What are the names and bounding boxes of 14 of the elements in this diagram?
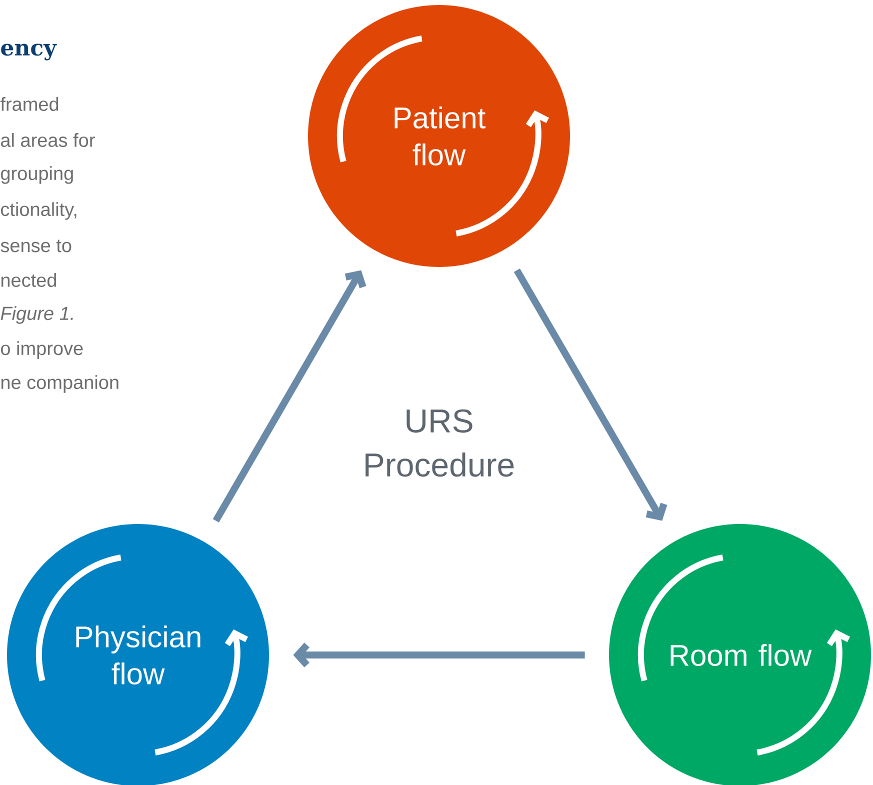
paragraph-line: Figure 1.	[0, 306, 73, 324]
paragraph-line: sense to	[0, 240, 72, 252]
paragraph-line: grouping	[1, 166, 73, 184]
paragraph-line: ctionality,	[1, 202, 76, 220]
paragraph-line: framed	[0, 97, 58, 111]
heading: ency	[1, 44, 57, 60]
center-label: URS Procedure	[366, 409, 514, 477]
arrow	[514, 268, 668, 521]
arrow	[212, 270, 366, 523]
paragraph-line: al areas for	[1, 133, 95, 147]
arrow	[293, 642, 585, 668]
paragraph-line: nected	[1, 273, 56, 287]
paragraph-line: o improve	[1, 341, 83, 359]
paragraph-line: ne companion	[1, 375, 118, 393]
